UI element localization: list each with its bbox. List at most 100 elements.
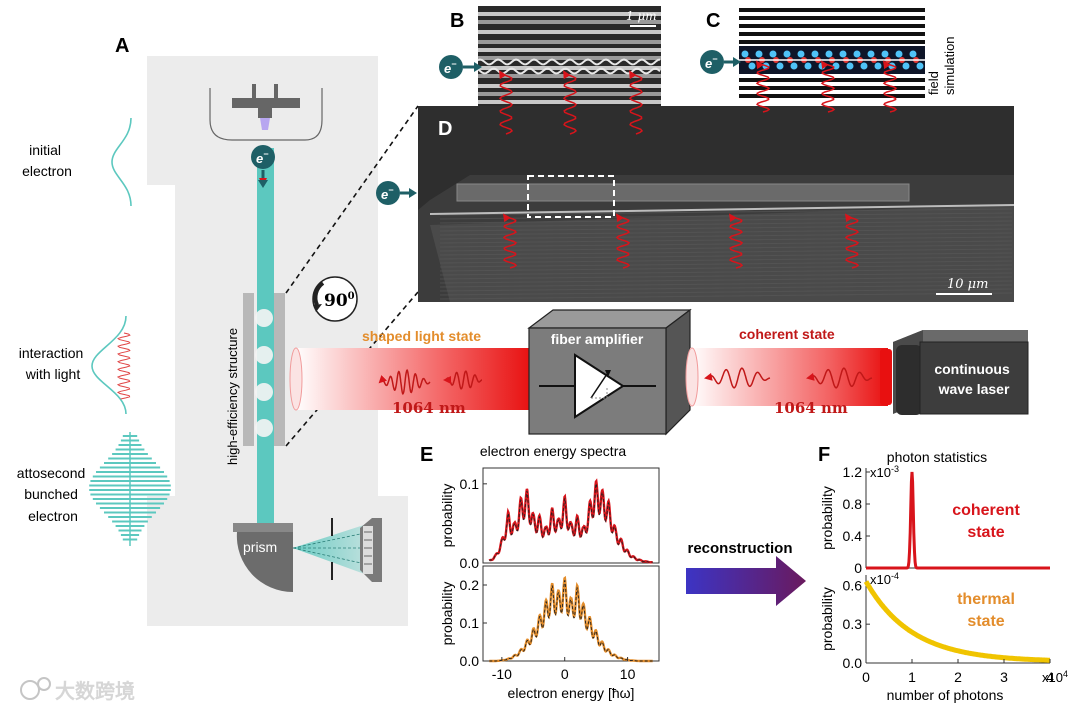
sim-stripe [739, 8, 925, 12]
svg-text:e−: e− [381, 185, 394, 202]
electron-icon-d [376, 181, 400, 205]
wavelength-left: 1064 nm [392, 399, 466, 417]
watermark-text: 大数跨境 [55, 679, 135, 703]
high-efficiency-structure-right [274, 293, 285, 446]
sem-texture [439, 264, 1013, 272]
sem-texture [439, 260, 1013, 268]
attosecond-bunched-electron [89, 432, 171, 546]
sem-texture [439, 232, 1013, 240]
electron-icon-b [439, 55, 463, 79]
chart-e-ytick-label: 0.0 [460, 653, 480, 669]
chart-f-ytick-label: 0 [854, 560, 862, 576]
chart-f-xtick-label: 2 [954, 669, 962, 685]
attosecond-label: attosecond bunched electron [17, 465, 89, 524]
sim-field-bottom [804, 62, 812, 70]
scale-bar-d: 10 μm [947, 277, 988, 292]
chart-f-ytick-label: 0.3 [843, 616, 863, 632]
sim-field-bottom [860, 62, 868, 70]
svg-text:e−: e− [444, 59, 457, 76]
chart-e-ytick-label: 0.0 [460, 555, 480, 571]
grating-line [478, 30, 661, 34]
chart-e-xtick-label: -10 [492, 666, 512, 682]
chart-e-series [488, 478, 653, 564]
chart-e: 0.00.1probability0.00.10.2probability-10… [439, 467, 660, 701]
grating-corrugation [477, 58, 661, 66]
coherent-state-label: coherent state [739, 326, 835, 342]
sem-texture [439, 240, 1013, 248]
scale-bar-b: 1 μm [626, 9, 657, 23]
sim-field-top [881, 50, 889, 58]
electron-icon-a [251, 145, 275, 169]
chart-f-scale-label: x10-3 [870, 464, 899, 480]
photon-wave [844, 213, 860, 269]
coherent-beam [690, 348, 888, 406]
photon-wave [755, 60, 771, 113]
svg-text:e−: e− [705, 54, 718, 71]
chart-f-xscale-label: x104 [1042, 669, 1068, 685]
chart-f-ylabel: probability [819, 587, 835, 651]
chart-f-xtick-label: 3 [1000, 669, 1008, 685]
chart-f-ytick-label: 0.4 [843, 528, 863, 544]
chart-e-fit [489, 482, 653, 563]
initial-electron-curve [111, 117, 132, 207]
sim-field-top [797, 50, 805, 58]
grating-line [478, 92, 661, 96]
chart-e-ytick-label: 0.1 [460, 476, 480, 492]
chart-e-axes [482, 467, 660, 564]
watermark: 大数跨境 [20, 677, 135, 703]
panel-label-e: E [420, 444, 433, 466]
laser-label: continuous wave laser [934, 361, 1013, 397]
emitted-photons [498, 60, 898, 269]
sim-field-top [839, 50, 847, 58]
high-efficiency-label: high-efficiency structure [225, 328, 240, 465]
svg-text:e−: e− [256, 149, 269, 166]
photon-wave [820, 60, 836, 113]
sem-texture [439, 248, 1013, 256]
chart-e-title: electron energy spectra [480, 443, 627, 459]
sem-texture [439, 284, 1013, 292]
chart-f-ytick-label: 0.0 [843, 655, 863, 671]
laser-box-top [893, 330, 1028, 342]
chart-f-xtick-label: 0 [862, 669, 870, 685]
sem-texture [439, 236, 1013, 244]
sem-texture [439, 224, 1013, 232]
panel-c: C field simulation e− [700, 6, 957, 103]
panel-label-b: B [450, 10, 464, 32]
panel-label-f: F [818, 444, 830, 466]
panel-label-d: D [438, 118, 452, 140]
interaction-label: interaction with light [19, 345, 87, 382]
sem-texture [439, 276, 1013, 284]
chart-f-ytick-label: 0.6 [843, 577, 863, 593]
sem-edge [429, 204, 1015, 215]
sim-field-top [853, 50, 861, 58]
sim-field-top [909, 50, 917, 58]
chart-e-ytick-label: 0.1 [460, 615, 480, 631]
sem-texture [439, 280, 1013, 288]
sim-field-bottom [902, 62, 910, 70]
sim-field-top [741, 50, 749, 58]
panel-f: F photon statistics 00.40.81.2probabilit… [818, 444, 1068, 703]
sim-field-bottom [916, 62, 924, 70]
sim-field-top [755, 50, 763, 58]
electron-gun [232, 98, 300, 108]
chart-e-xlabel: electron energy [ħω] [508, 685, 635, 701]
sem-texture [439, 256, 1013, 264]
panel-label-a: A [115, 35, 129, 57]
electron-beam [257, 148, 274, 528]
chart-e-axes [482, 565, 660, 662]
grating-line [478, 56, 661, 60]
photon-wave [628, 70, 644, 135]
chart-f-title: photon statistics [887, 449, 987, 465]
chart-e-ylabel: probability [439, 582, 455, 646]
grating-line [478, 48, 661, 52]
interaction-curve [91, 315, 127, 415]
prism [236, 532, 293, 593]
chart-f-scale-label: x10-4 [870, 571, 899, 587]
sim-stripe [739, 94, 925, 98]
svg-text:900: 900 [324, 291, 355, 311]
chart-f-xtick-label: 4 [1046, 669, 1054, 685]
sem-texture [439, 268, 1013, 276]
